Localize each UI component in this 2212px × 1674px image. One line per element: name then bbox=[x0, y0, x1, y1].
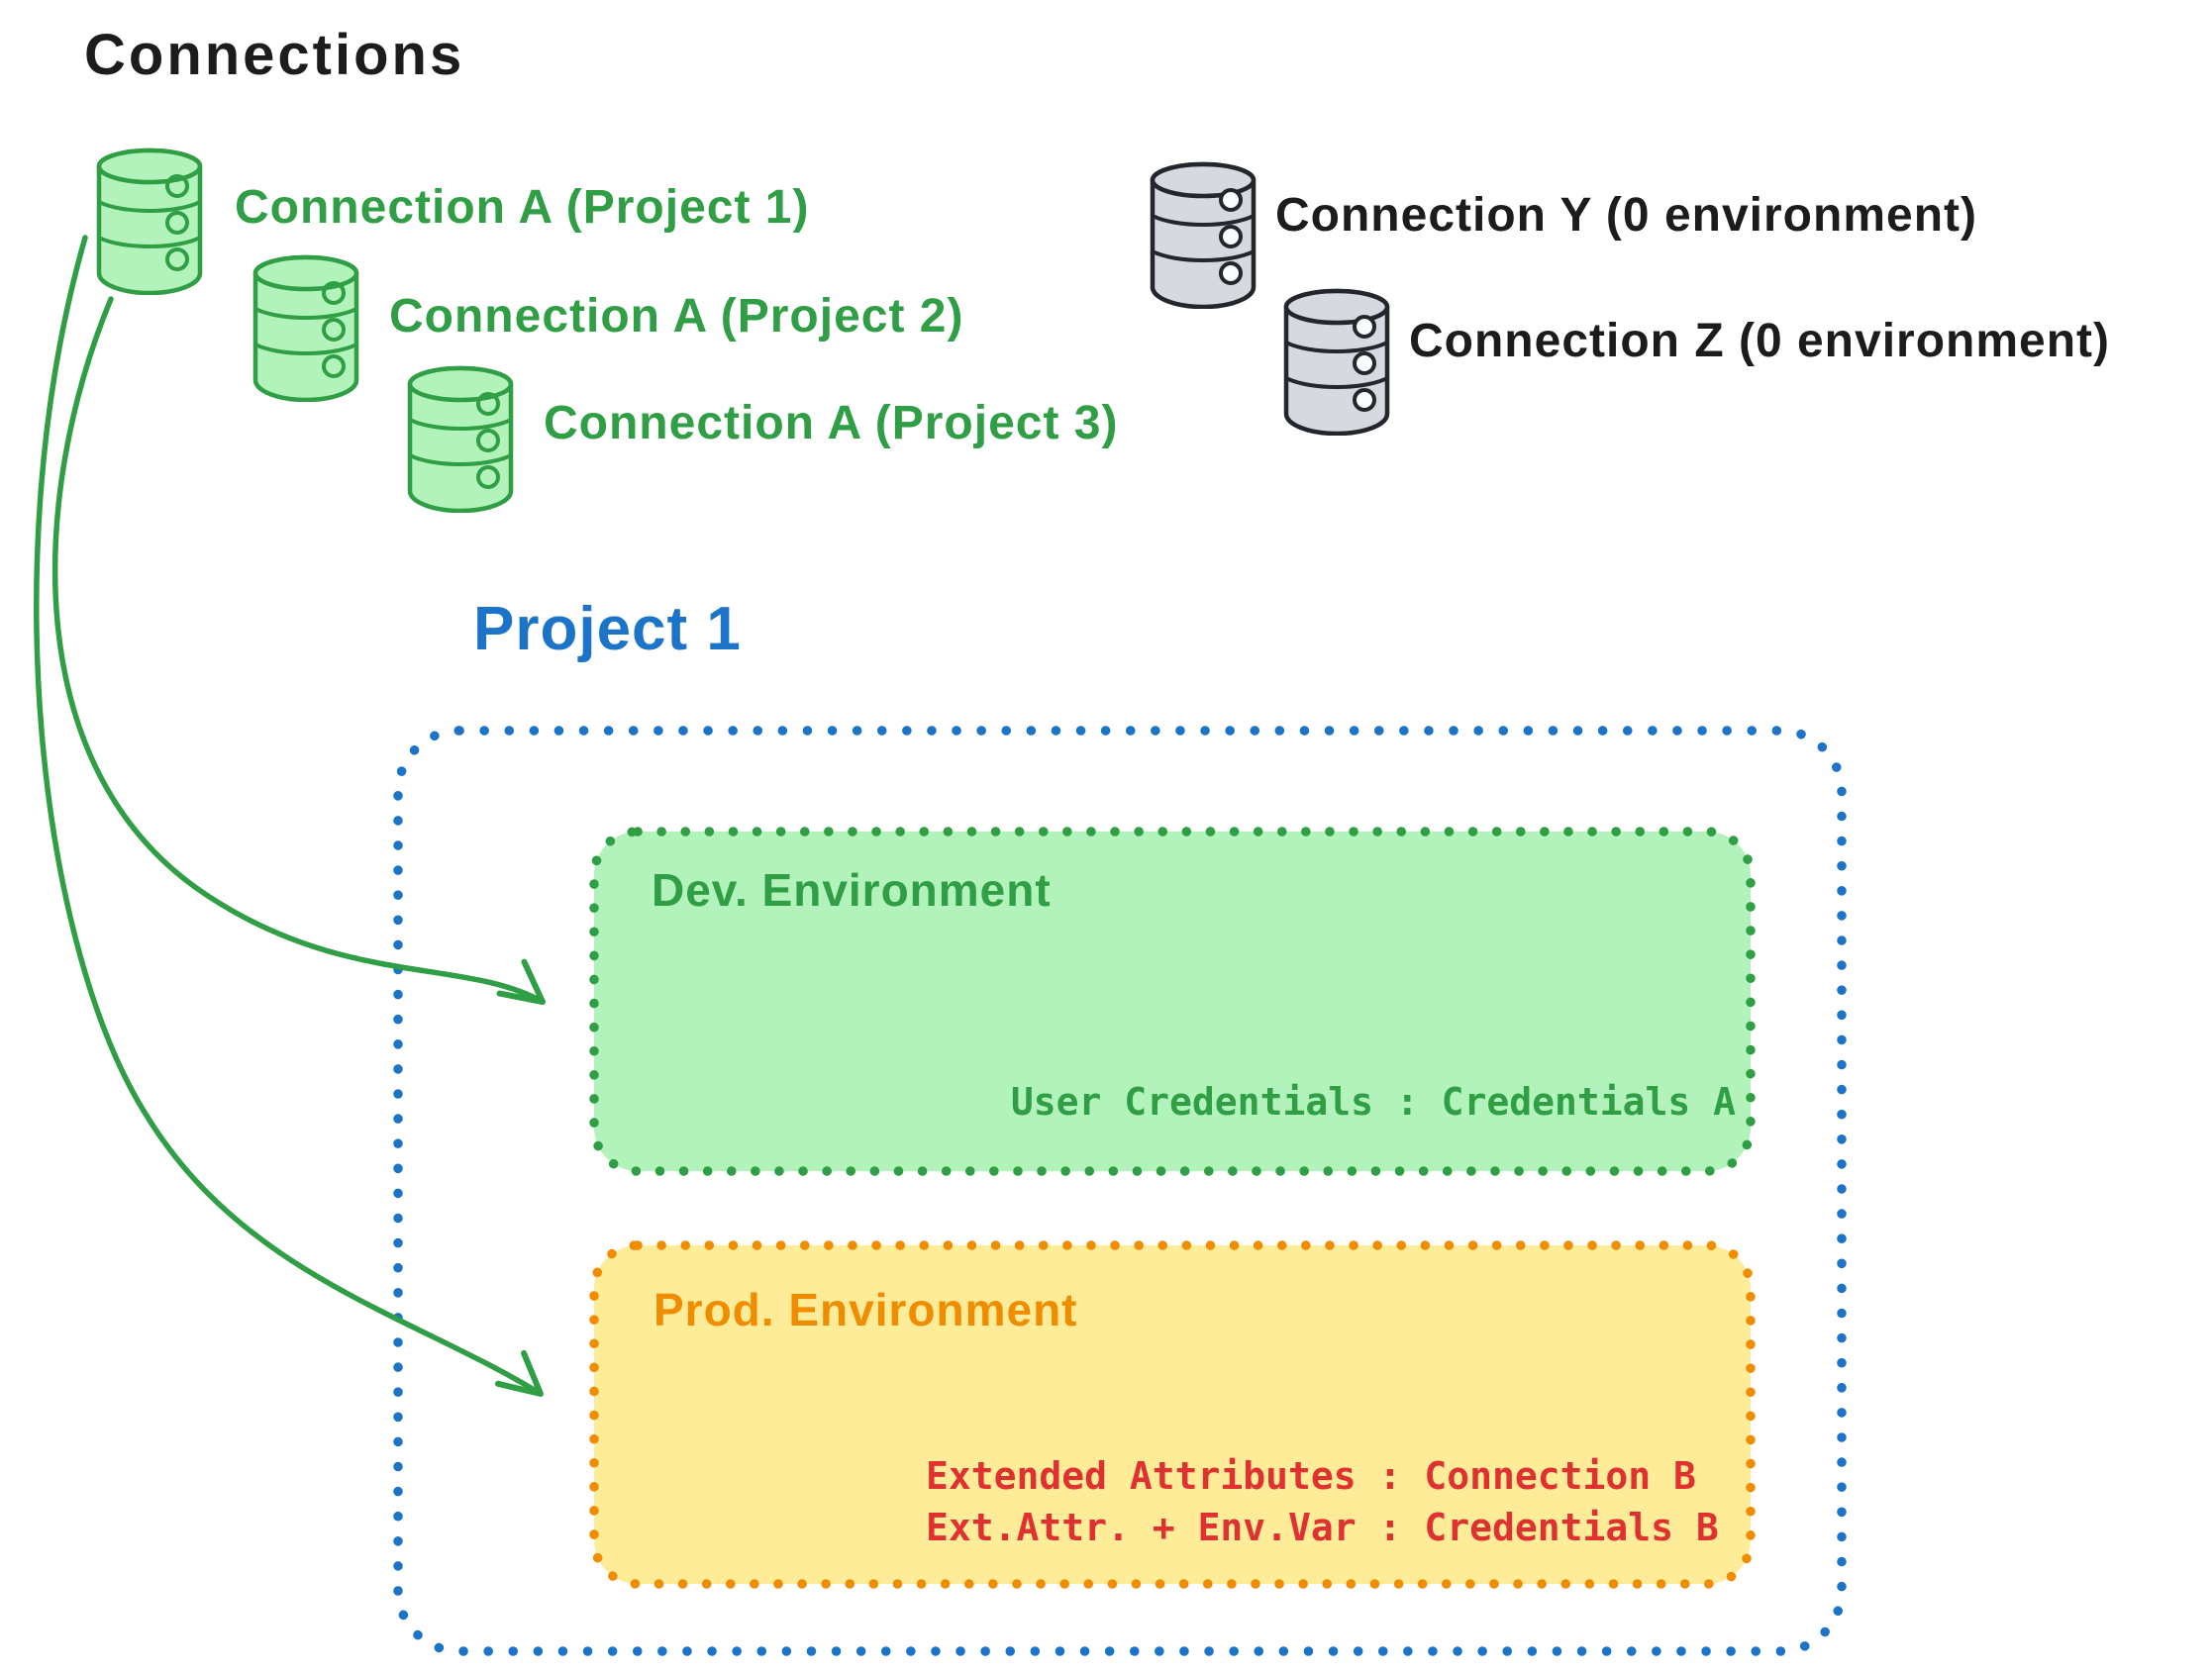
database-icon-connection-z bbox=[1276, 285, 1397, 436]
database-icon-connection-a-project-3 bbox=[400, 362, 521, 513]
connection-y-label: Connection Y (0 environment) bbox=[1275, 189, 1977, 242]
dev-credentials-mapping: User Credentials : Credentials A bbox=[1010, 1080, 1736, 1124]
prod-credentials-mapping: Ext.Attr. + Env.Var : Credentials B bbox=[926, 1506, 1719, 1549]
project-1-title: Project 1 bbox=[473, 595, 742, 663]
prod-connection-mapping: Extended Attributes : Connection B bbox=[926, 1454, 1696, 1498]
database-icon-connection-a-project-1 bbox=[89, 145, 210, 295]
arrow-to-dev-environment bbox=[51, 296, 546, 1005]
database-icon-connection-a-project-2 bbox=[246, 251, 366, 402]
connection-a-project-3-label: Connection A (Project 3) bbox=[544, 397, 1119, 449]
prod-environment-box bbox=[589, 1240, 1756, 1589]
connection-z-label: Connection Z (0 environment) bbox=[1409, 315, 2111, 367]
diagram-title: Connections bbox=[84, 23, 465, 87]
prod-environment-title: Prod. Environment bbox=[654, 1284, 1078, 1335]
dev-environment-title: Dev. Environment bbox=[652, 864, 1052, 916]
prod-mappings: Extended Attributes : Connection B Ext.A… bbox=[926, 1450, 1719, 1553]
arrow-to-prod-environment bbox=[34, 235, 544, 1397]
database-icon-connection-y bbox=[1143, 158, 1263, 309]
connection-a-project-2-label: Connection A (Project 2) bbox=[389, 290, 964, 343]
project-1-boundary bbox=[393, 726, 1847, 1656]
dev-environment-box bbox=[589, 827, 1756, 1176]
connection-a-project-1-label: Connection A (Project 1) bbox=[235, 181, 810, 234]
